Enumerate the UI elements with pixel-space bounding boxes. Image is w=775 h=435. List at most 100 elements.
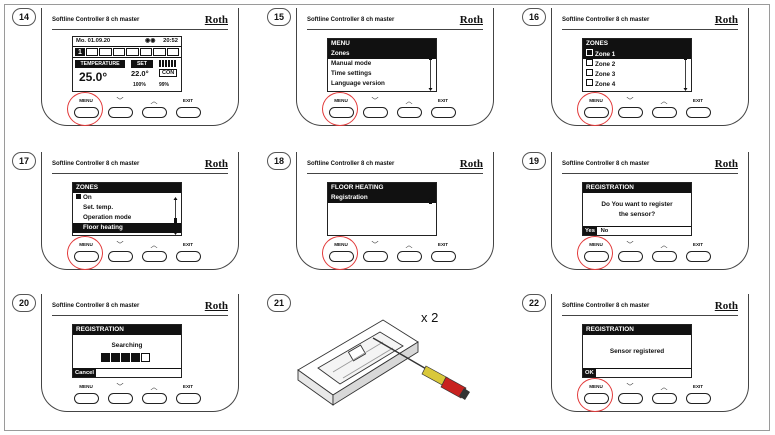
down-button[interactable] bbox=[618, 251, 643, 262]
controller-device: Softline Controller 8 ch master Roth MEN… bbox=[296, 8, 494, 126]
down-button[interactable] bbox=[108, 251, 133, 262]
down-chevron-icon: ﹀ bbox=[116, 98, 124, 105]
screen-title: REGISTRATION bbox=[583, 183, 691, 193]
option-registration[interactable]: Registration bbox=[328, 193, 436, 203]
highlight-circle bbox=[67, 236, 103, 270]
zone-label: Zone 1 bbox=[595, 51, 616, 58]
progress-block bbox=[131, 353, 140, 362]
menu-item-manual-mode[interactable]: Manual mode bbox=[331, 60, 372, 67]
exit-label: EXIT bbox=[182, 384, 194, 389]
scrollbar bbox=[683, 53, 688, 91]
menu-item-language[interactable]: Language version bbox=[331, 80, 385, 87]
step-22: 22 Softline Controller 8 ch master Roth … bbox=[518, 292, 768, 430]
highlight-circle bbox=[577, 92, 613, 126]
down-button[interactable] bbox=[363, 107, 388, 118]
progress-block bbox=[111, 353, 120, 362]
zone-item[interactable]: Zone 1 bbox=[583, 49, 691, 59]
device-header: Softline Controller 8 ch master Roth bbox=[307, 14, 483, 30]
checkbox-icon bbox=[586, 79, 593, 86]
down-chevron-icon: ﹀ bbox=[626, 242, 634, 249]
step-number: 15 bbox=[267, 8, 291, 26]
lcd-screen: REGISTRATION Sensor registered OK bbox=[582, 324, 692, 378]
device-header: Softline Controller 8 ch master Roth bbox=[52, 14, 228, 30]
device-title: Softline Controller 8 ch master bbox=[562, 161, 650, 167]
down-button[interactable] bbox=[108, 393, 133, 404]
device-header: Softline Controller 8 ch master Roth bbox=[562, 14, 738, 30]
zone-item[interactable]: Zone 3 bbox=[583, 69, 691, 79]
up-button[interactable] bbox=[397, 251, 422, 262]
set-value: 22.0° bbox=[131, 69, 149, 78]
up-button[interactable] bbox=[652, 393, 677, 404]
device-header: Softline Controller 8 ch master Roth bbox=[562, 300, 738, 316]
option-operation-mode[interactable]: Operation mode bbox=[83, 214, 132, 221]
exit-label: EXIT bbox=[182, 98, 194, 103]
down-button[interactable] bbox=[363, 251, 388, 262]
menu-button[interactable] bbox=[74, 393, 99, 404]
diagram-frame bbox=[4, 4, 770, 431]
progress-block bbox=[121, 353, 130, 362]
no-softkey[interactable]: No bbox=[600, 228, 609, 234]
softkey-bar: OK bbox=[583, 368, 691, 377]
step-number: 20 bbox=[12, 294, 36, 312]
yes-softkey[interactable]: Yes bbox=[583, 227, 597, 235]
controller-device: Softline Controller 8 ch master Roth REG… bbox=[551, 152, 749, 270]
step-number: 22 bbox=[522, 294, 546, 312]
exit-button[interactable] bbox=[431, 107, 456, 118]
exit-button[interactable] bbox=[431, 251, 456, 262]
brand-logo: Roth bbox=[204, 14, 228, 26]
status-icons: ◉◉ bbox=[145, 38, 156, 44]
exit-label: EXIT bbox=[437, 242, 449, 247]
down-button[interactable] bbox=[108, 107, 133, 118]
step-19: 19 Softline Controller 8 ch master Roth … bbox=[518, 150, 768, 288]
controller-device: Softline Controller 8 ch master Roth ZON… bbox=[551, 8, 749, 126]
cancel-softkey[interactable]: Cancel bbox=[73, 369, 97, 377]
screen-title: REGISTRATION bbox=[583, 325, 691, 335]
zone-item[interactable]: Zone 2 bbox=[583, 59, 691, 69]
up-button[interactable] bbox=[397, 107, 422, 118]
status-text: Searching bbox=[111, 342, 143, 349]
option-on[interactable]: On bbox=[73, 193, 181, 203]
up-button[interactable] bbox=[142, 107, 167, 118]
exit-button[interactable] bbox=[176, 251, 201, 262]
option-label: On bbox=[83, 194, 92, 201]
option-set-temp[interactable]: Set. temp. bbox=[83, 204, 114, 211]
down-button[interactable] bbox=[618, 107, 643, 118]
temperature-value: 25.0° bbox=[79, 70, 108, 84]
up-button[interactable] bbox=[652, 251, 677, 262]
device-title: Softline Controller 8 ch master bbox=[562, 303, 650, 309]
ok-softkey[interactable]: OK bbox=[583, 369, 596, 377]
battery-percent: 100% bbox=[133, 82, 146, 88]
exit-button[interactable] bbox=[686, 107, 711, 118]
checkbox-icon bbox=[586, 69, 593, 76]
exit-button[interactable] bbox=[686, 251, 711, 262]
exit-label: EXIT bbox=[437, 98, 449, 103]
controller-device: Softline Controller 8 ch master Roth REG… bbox=[41, 294, 239, 412]
brand-logo: Roth bbox=[714, 14, 738, 26]
exit-label: EXIT bbox=[692, 98, 704, 103]
highlight-circle bbox=[322, 92, 358, 126]
up-button[interactable] bbox=[142, 393, 167, 404]
exit-button[interactable] bbox=[176, 393, 201, 404]
option-floor-heating[interactable]: Floor heating bbox=[73, 223, 181, 233]
lcd-screen: ZONES On Set. temp. Operation mode Floor… bbox=[72, 182, 182, 236]
controller-device: Softline Controller 8 ch master Roth ZON… bbox=[41, 152, 239, 270]
up-button[interactable] bbox=[652, 107, 677, 118]
up-button[interactable] bbox=[142, 251, 167, 262]
down-button[interactable] bbox=[618, 393, 643, 404]
exit-button[interactable] bbox=[686, 393, 711, 404]
brand-logo: Roth bbox=[714, 158, 738, 170]
device-title: Softline Controller 8 ch master bbox=[562, 17, 650, 23]
zone-label: Zone 3 bbox=[595, 71, 616, 78]
temperature-label: TEMPERATURE bbox=[75, 60, 125, 68]
highlight-circle bbox=[577, 378, 613, 412]
device-title: Softline Controller 8 ch master bbox=[52, 161, 140, 167]
step-21: 21 x 2 bbox=[263, 292, 513, 430]
highlight-circle bbox=[322, 236, 358, 270]
device-title: Softline Controller 8 ch master bbox=[52, 17, 140, 23]
menu-item-zones[interactable]: Zones bbox=[328, 49, 436, 59]
device-header: Softline Controller 8 ch master Roth bbox=[562, 158, 738, 174]
zone-item[interactable]: Zone 4 bbox=[583, 79, 691, 89]
menu-item-time-settings[interactable]: Time settings bbox=[331, 70, 372, 77]
exit-button[interactable] bbox=[176, 107, 201, 118]
up-chevron-icon: ︿ bbox=[150, 384, 158, 391]
